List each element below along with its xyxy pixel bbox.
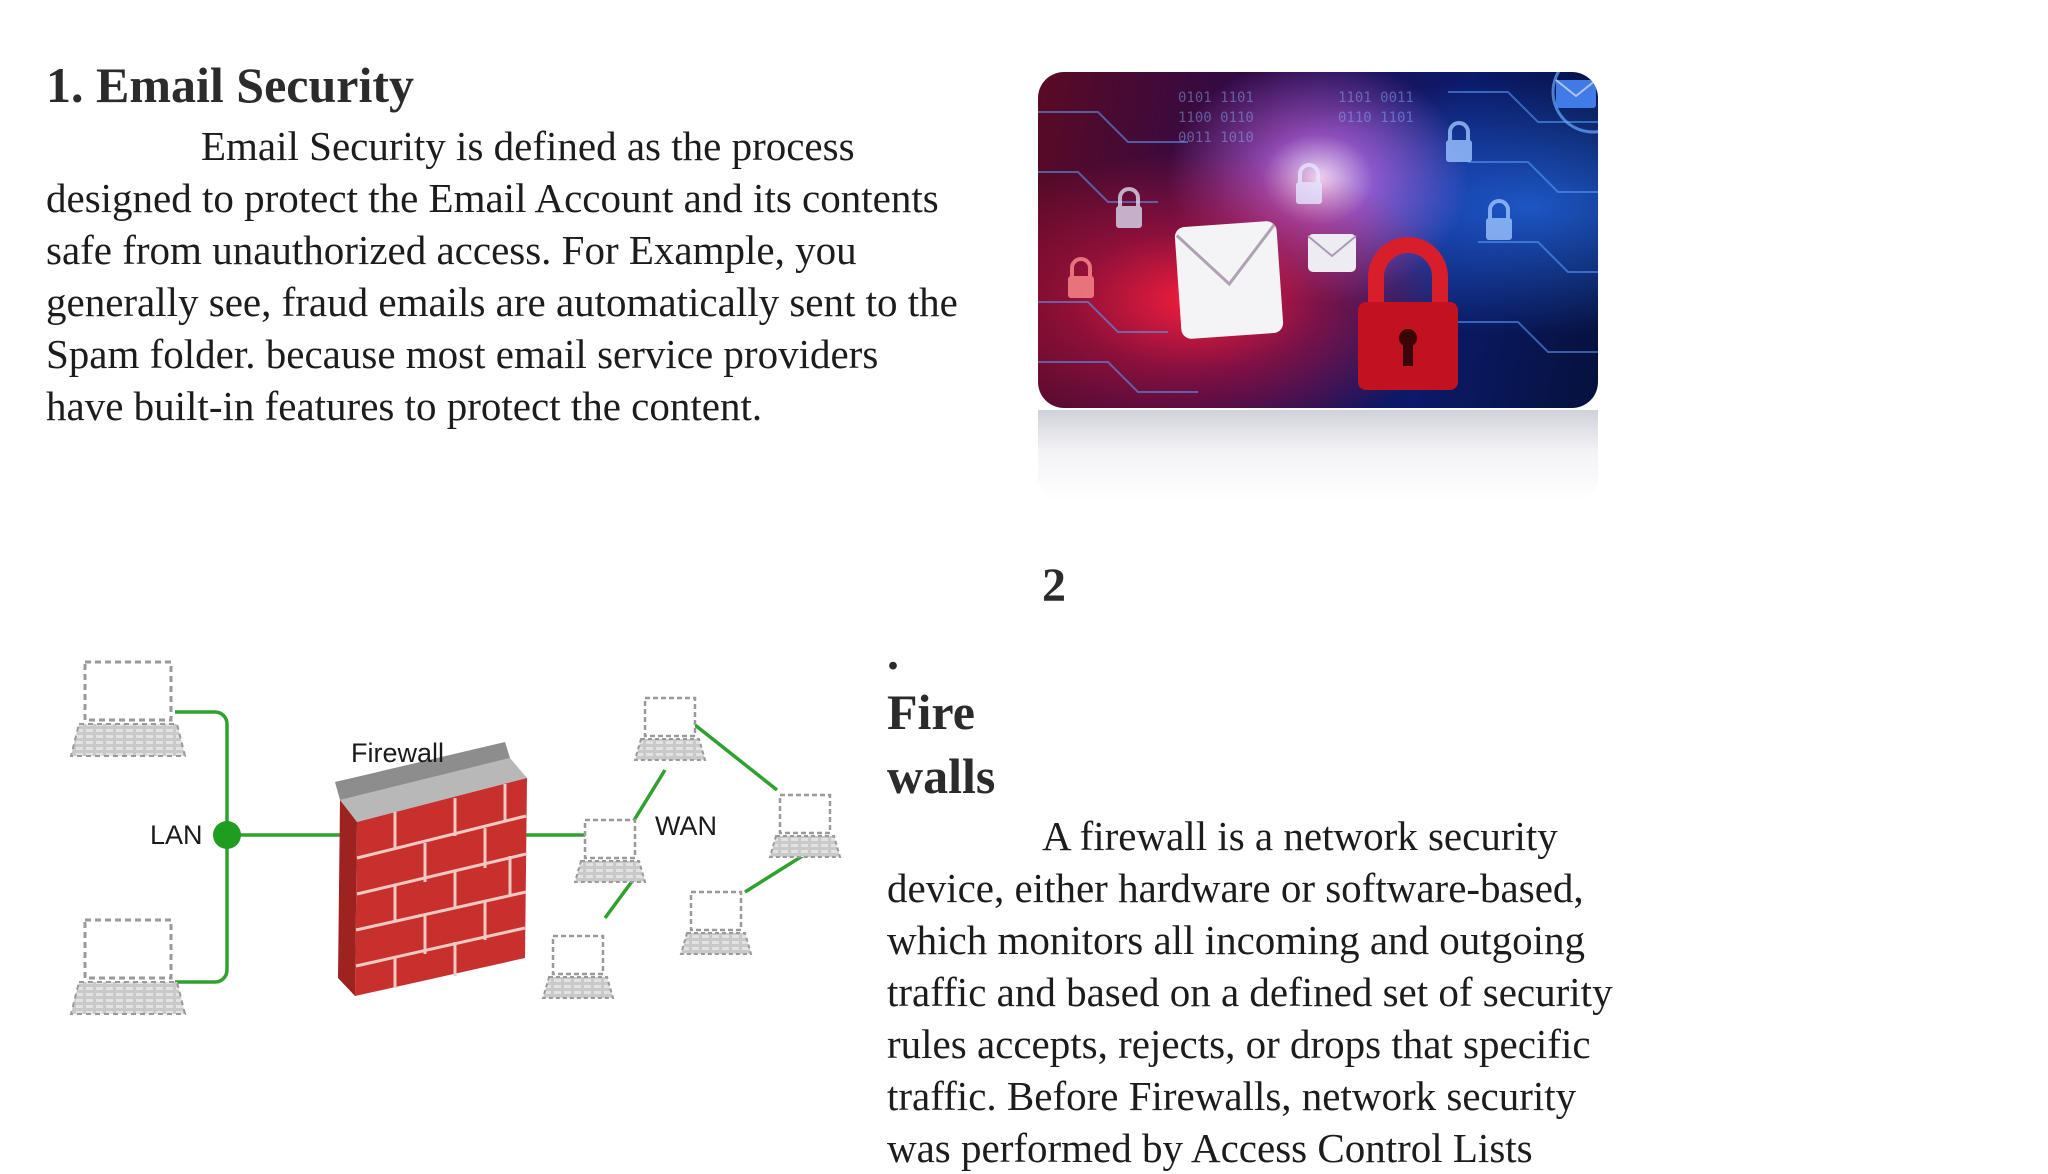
lan-laptop-icon xyxy=(69,660,187,758)
heading-line: Fire xyxy=(887,684,975,740)
small-lock-icons xyxy=(1068,121,1512,298)
paragraph-line: traffic. Before Firewalls, network secur… xyxy=(887,1073,1577,1119)
paragraph-line: device, either hardware or software-base… xyxy=(887,865,1584,911)
section-heading-firewalls: Fire walls xyxy=(887,680,995,808)
wan-laptop-icon xyxy=(679,890,753,956)
wan-laptop-icon xyxy=(768,793,842,859)
firewall-diagram: LAN Firewall WAN xyxy=(55,650,855,1040)
small-envelope-icon xyxy=(1307,234,1357,272)
firewall-paragraph: A firewall is a network security device,… xyxy=(887,810,1767,1174)
section-number: 2 xyxy=(1042,559,1066,612)
paragraph-line: generally see, fraud emails are automati… xyxy=(46,279,958,325)
heading-line: walls xyxy=(887,748,996,804)
padlock-icon xyxy=(1358,237,1458,390)
binary-digits: 0101 1101 1100 0110 0011 1010 1101 0011 … xyxy=(1178,90,1414,146)
paragraph-line: A firewall is a network security xyxy=(1042,813,1558,859)
svg-text:1101 0011: 1101 0011 xyxy=(1338,90,1414,106)
section-heading-email-security: 1. Email Security xyxy=(46,57,415,113)
lan-label: LAN xyxy=(150,820,203,850)
section-number-dot: . xyxy=(887,627,899,680)
paragraph-line: traffic and based on a defined set of se… xyxy=(887,969,1613,1015)
firewall-label: Firewall xyxy=(351,738,444,768)
wan-laptop-icon xyxy=(541,934,615,1000)
image-reflection xyxy=(1038,410,1598,502)
email-security-image: 0101 1101 1100 0110 0011 1010 1101 0011 … xyxy=(1038,72,1598,408)
svg-text:0110 1101: 0110 1101 xyxy=(1338,110,1414,126)
paragraph-line: safe from unauthorized access. For Examp… xyxy=(46,227,857,273)
svg-text:0011 1010: 0011 1010 xyxy=(1178,130,1254,146)
envelope-icon xyxy=(1174,221,1284,339)
wan-laptop-icon xyxy=(633,696,707,762)
circuit-lines xyxy=(1038,91,1598,393)
paragraph-line: which monitors all incoming and outgoing xyxy=(887,917,1586,963)
wan-laptop-icon xyxy=(573,818,647,884)
email-security-paragraph: Email Security is defined as the process… xyxy=(46,120,1046,432)
small-envelope-icon xyxy=(1555,79,1597,108)
paragraph-line: was performed by Access Control Lists xyxy=(887,1125,1533,1171)
paragraph-line: rules accepts, rejects, or drops that sp… xyxy=(887,1021,1591,1067)
paragraph-line: designed to protect the Email Account an… xyxy=(46,175,939,221)
firewall-wall-icon xyxy=(335,742,527,996)
paragraph-line: Spam folder. because most email service … xyxy=(46,331,879,377)
firewall-network-svg: LAN Firewall WAN xyxy=(69,660,842,1016)
paragraph-line: Email Security is defined as the process xyxy=(201,123,855,169)
lan-hub-dot xyxy=(213,821,241,849)
svg-text:0101 1101: 0101 1101 xyxy=(1178,90,1254,106)
svg-text:1100 0110: 1100 0110 xyxy=(1178,110,1254,126)
paragraph-line: have built-in features to protect the co… xyxy=(46,383,763,429)
lan-laptop-icon xyxy=(69,918,187,1016)
wan-label: WAN xyxy=(655,811,717,841)
email-security-illustration: 0101 1101 1100 0110 0011 1010 1101 0011 … xyxy=(1038,72,1598,393)
